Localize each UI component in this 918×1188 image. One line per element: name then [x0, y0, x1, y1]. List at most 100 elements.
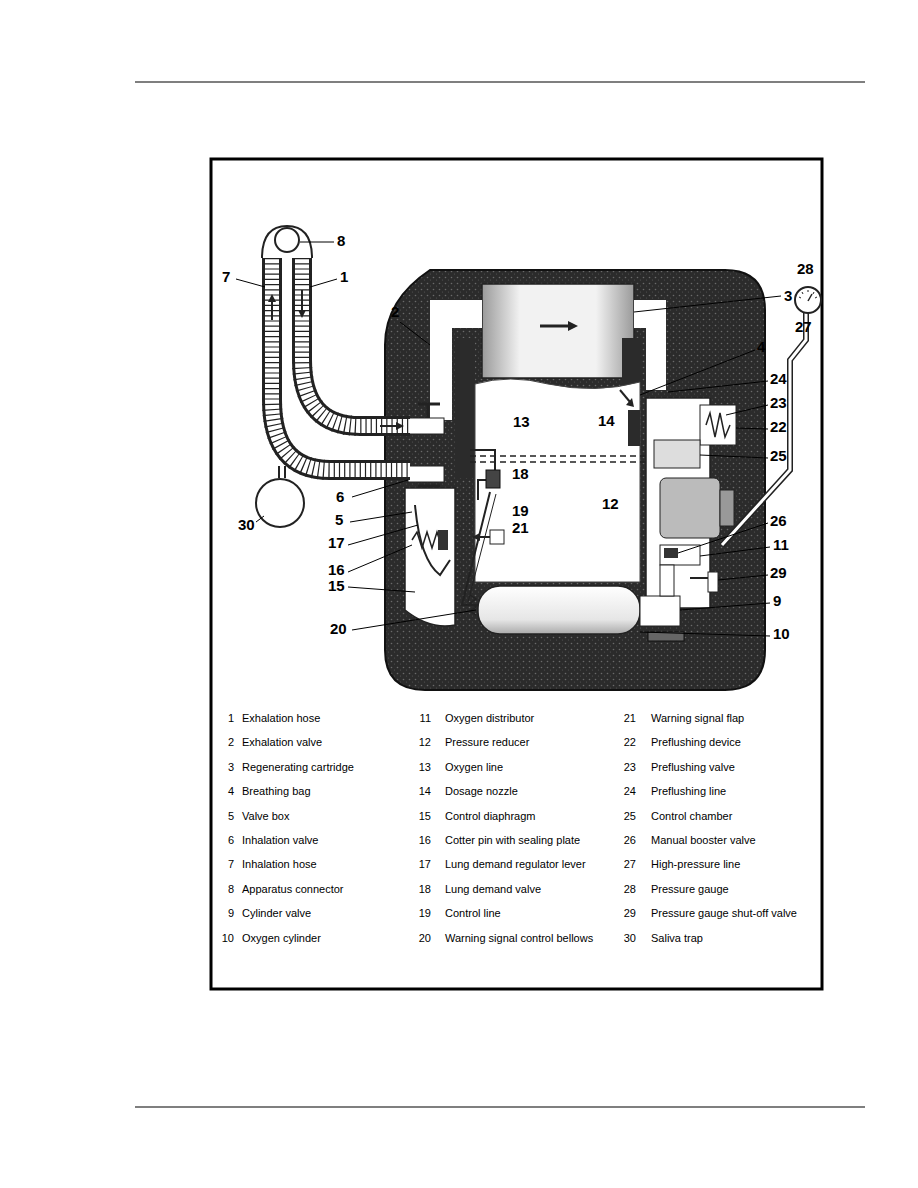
control-line	[462, 492, 490, 605]
key-number: 4	[228, 785, 234, 798]
callout-number: 9	[773, 592, 781, 609]
spring	[706, 413, 730, 437]
key-number: 26	[624, 834, 636, 847]
housing	[385, 270, 765, 690]
gas-channel	[646, 300, 666, 390]
pressure-reducer	[660, 478, 720, 538]
callout-number: 26	[770, 512, 787, 529]
figure-frame	[211, 159, 822, 989]
key-text: Apparatus connector	[242, 883, 344, 896]
key-number: 1	[228, 712, 234, 725]
callout-number: 24	[770, 370, 787, 387]
gauge-shutoff-valve	[690, 572, 720, 592]
key-text: Preflushing valve	[651, 761, 735, 774]
high-pressure-line	[722, 313, 806, 545]
key-text: Pressure gauge	[651, 883, 729, 896]
key-text: Oxygen cylinder	[242, 932, 321, 945]
callout-number: 6	[336, 488, 344, 505]
key-number: 17	[419, 858, 431, 871]
lung-demand-valve	[470, 450, 500, 500]
key-number: 27	[624, 858, 636, 871]
key-number: 23	[624, 761, 636, 774]
saliva-trap	[256, 479, 304, 527]
callout-number: 29	[770, 564, 787, 581]
callout-number: 23	[770, 394, 787, 411]
key-text: Cotter pin with sealing plate	[445, 834, 580, 847]
warning-flap	[472, 530, 504, 544]
key-number: 22	[624, 736, 636, 749]
callout-number: 3	[784, 287, 792, 304]
housing-wall	[455, 338, 475, 478]
key-text: Manual booster valve	[651, 834, 756, 847]
callout-number: 30	[238, 516, 255, 533]
key-number: 11	[420, 712, 431, 725]
key-number: 18	[419, 883, 431, 896]
oxygen-cylinder	[478, 586, 640, 634]
key-text: Lung demand valve	[445, 883, 541, 896]
housing-wall	[622, 338, 642, 388]
pressure-reducer	[720, 490, 734, 526]
key-number: 24	[624, 785, 636, 798]
key-text: Warning signal control bellows	[445, 932, 593, 945]
key-text: Exhalation hose	[242, 712, 320, 725]
cotter-pin	[438, 530, 448, 550]
key-text: Pressure reducer	[445, 736, 529, 749]
booster-valve	[664, 548, 678, 558]
key-number: 16	[419, 834, 431, 847]
dosage-nozzle	[628, 410, 640, 446]
cylinder-valve	[660, 565, 674, 596]
key-text: Saliva trap	[651, 932, 703, 945]
callout-number: 11	[773, 536, 789, 553]
flow-arrow	[620, 390, 634, 407]
callout-number: 12	[602, 495, 619, 512]
callout-number: 27	[795, 318, 812, 335]
key-text: Inhalation hose	[242, 858, 317, 871]
callout-number: 7	[222, 268, 230, 285]
key-number: 15	[419, 810, 431, 823]
key-text: Inhalation valve	[242, 834, 318, 847]
preflushing-device	[700, 405, 736, 445]
control-line	[468, 494, 496, 602]
inhalation-valve	[408, 466, 444, 486]
key-number: 7	[228, 858, 234, 871]
regulator-lever	[415, 505, 450, 575]
key-number: 25	[624, 810, 636, 823]
callout-number: 25	[770, 447, 787, 464]
flow-arrows	[268, 290, 404, 430]
callout-number: 8	[337, 232, 345, 249]
high-pressure-line	[722, 313, 806, 545]
header-rule	[135, 81, 865, 82]
key-text: Valve box	[242, 810, 290, 823]
key-text: Preflushing line	[651, 785, 726, 798]
callout-number: 28	[797, 260, 814, 277]
footer-rule	[135, 1106, 865, 1107]
callout-number: 1	[340, 268, 348, 285]
pressure-gauge	[795, 287, 821, 313]
key-text: Oxygen distributor	[445, 712, 534, 725]
breathing-bag	[475, 379, 640, 582]
callout-number: 20	[330, 620, 347, 637]
bellows	[470, 595, 476, 615]
callout-number: 17	[328, 534, 345, 551]
key-text: Oxygen line	[445, 761, 503, 774]
key-number: 5	[228, 810, 234, 823]
callout-number: 13	[513, 413, 530, 430]
key-number: 6	[228, 834, 234, 847]
key-number: 3	[228, 761, 234, 774]
key-number: 20	[419, 932, 431, 945]
callout-number: 4	[757, 338, 765, 355]
key-number: 12	[419, 736, 431, 749]
control-chamber	[654, 440, 700, 468]
key-text: Breathing bag	[242, 785, 311, 798]
callout-number: 2	[391, 303, 399, 320]
breathing-hoses	[262, 226, 410, 479]
key-number: 8	[228, 883, 234, 896]
key-text: Exhalation valve	[242, 736, 322, 749]
key-number: 21	[624, 712, 636, 725]
key-text: Cylinder valve	[242, 907, 311, 920]
key-text: Control line	[445, 907, 501, 920]
key-text: Pressure gauge shut-off valve	[651, 907, 797, 920]
callout-number: 10	[773, 625, 790, 642]
key-number: 2	[228, 736, 234, 749]
callout-number: 19	[512, 502, 529, 519]
